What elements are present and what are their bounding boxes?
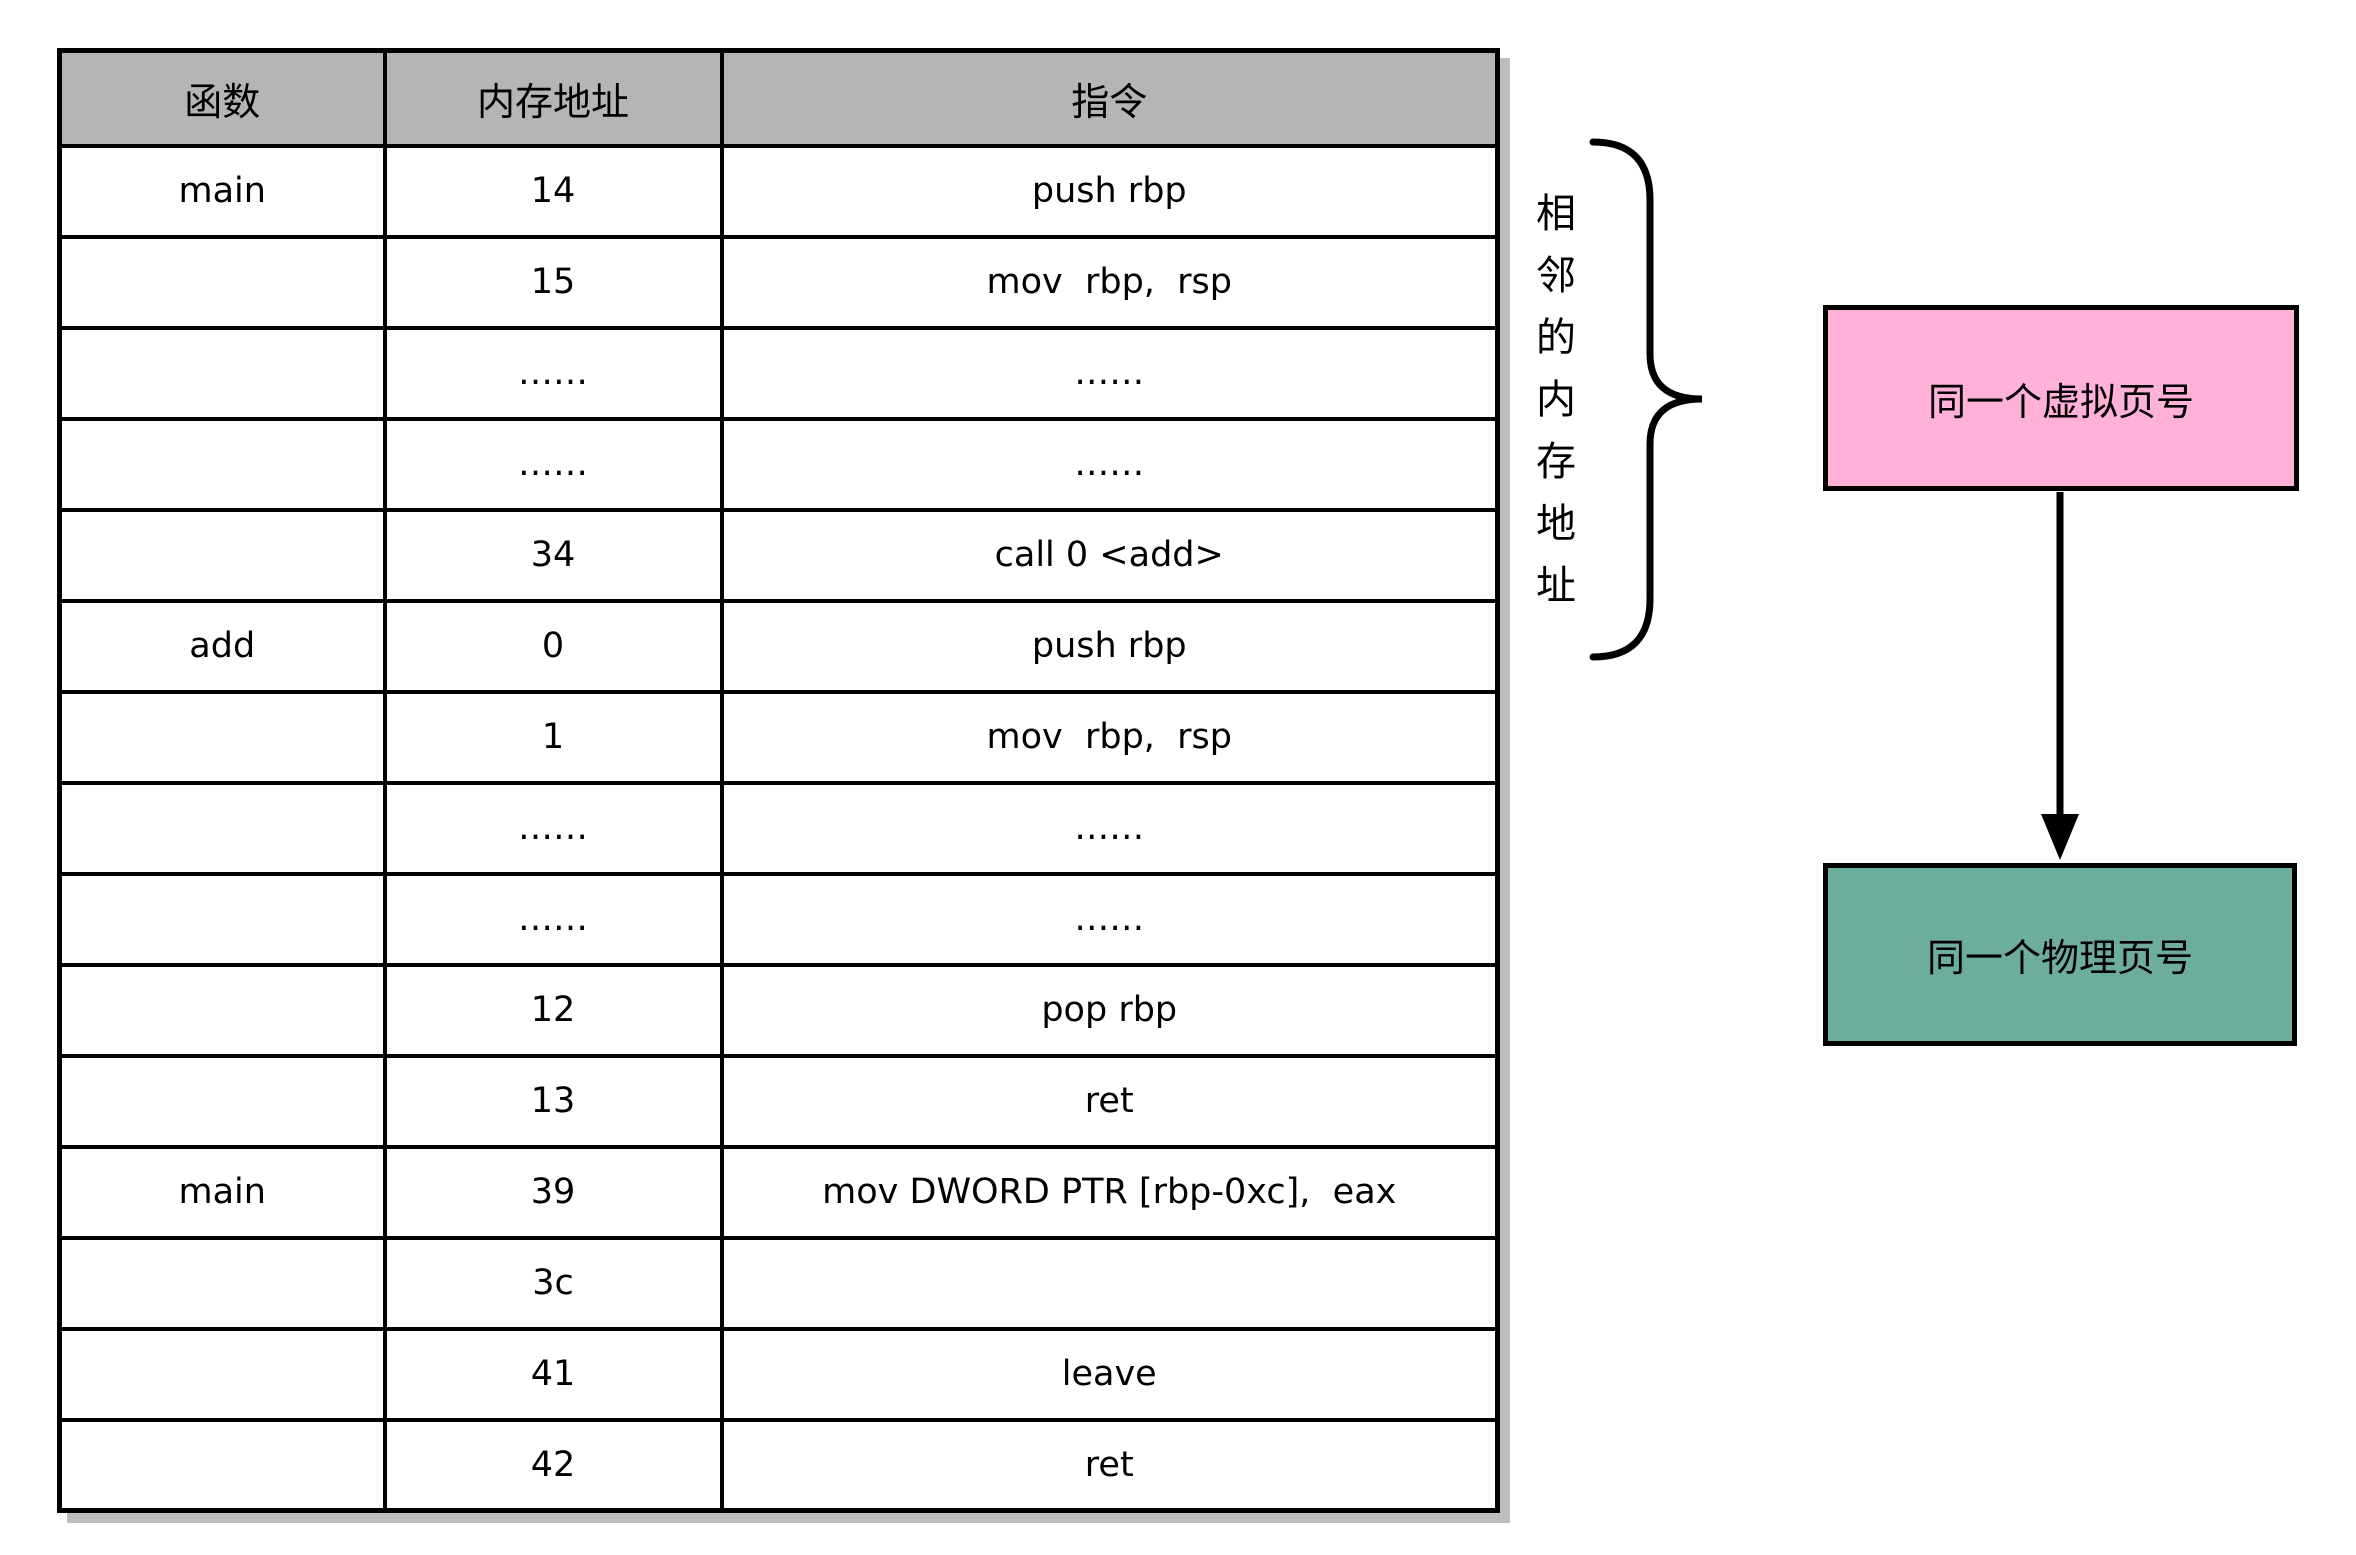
instruction-cell: …… (719, 325, 1500, 421)
address-cell: 41 (382, 1326, 724, 1422)
address-cell: 15 (382, 234, 724, 330)
instruction-cell: mov DWORD PTR [rbp-0xc], eax (719, 1144, 1500, 1240)
instruction-cell: …… (719, 416, 1500, 512)
table-row: add 0 push rbp (57, 598, 1500, 694)
function-cell (57, 234, 387, 330)
adjacent-memory-label: 相邻的内存地址 (1529, 192, 1575, 626)
table-row: …… …… (57, 871, 1500, 967)
table-row: main 14 push rbp (57, 143, 1500, 239)
function-cell: main (57, 143, 387, 239)
instruction-cell: leave (719, 1326, 1500, 1422)
instruction-cell: mov rbp, rsp (719, 689, 1500, 785)
address-cell: …… (382, 871, 724, 967)
address-cell: 3c (382, 1235, 724, 1331)
table-row: 12 pop rbp (57, 962, 1500, 1058)
function-cell (57, 416, 387, 512)
right-brace-icon (1589, 138, 1703, 661)
instruction-cell: …… (719, 871, 1500, 967)
address-cell: 1 (382, 689, 724, 785)
physical-page-label: 同一个物理页号 (1926, 936, 2193, 980)
function-cell (57, 1326, 387, 1422)
address-cell: 0 (382, 598, 724, 694)
address-cell: …… (382, 416, 724, 512)
function-cell: main (57, 1144, 387, 1240)
table-row: 15 mov rbp, rsp (57, 234, 1500, 330)
address-cell: …… (382, 780, 724, 876)
address-cell: 39 (382, 1144, 724, 1240)
table-row: 41 leave (57, 1326, 1500, 1422)
table-row: 42 ret (57, 1417, 1500, 1513)
table-row: 13 ret (57, 1053, 1500, 1149)
function-cell (57, 1235, 387, 1331)
address-cell: 42 (382, 1417, 724, 1513)
instruction-cell: push rbp (719, 143, 1500, 239)
address-cell: 34 (382, 507, 724, 603)
function-cell (57, 962, 387, 1058)
virtual-page-box: 同一个虚拟页号 (1823, 305, 2299, 491)
function-cell (57, 780, 387, 876)
instruction-cell: push rbp (719, 598, 1500, 694)
function-cell (57, 871, 387, 967)
instruction-cell: mov rbp, rsp (719, 234, 1500, 330)
instruction-cell: ret (719, 1053, 1500, 1149)
function-cell (57, 325, 387, 421)
down-arrow-icon (2041, 492, 2079, 860)
table-row: main 39 mov DWORD PTR [rbp-0xc], eax (57, 1144, 1500, 1240)
instruction-table-body: main 14 push rbp 15 mov rbp, rsp …… …… …… (57, 143, 1500, 1513)
table-header-row: 函数 内存地址 指令 (57, 48, 1500, 148)
table-row: …… …… (57, 416, 1500, 512)
instruction-cell (719, 1235, 1500, 1331)
address-cell: 14 (382, 143, 724, 239)
header-function: 函数 (57, 48, 387, 148)
instruction-cell: pop rbp (719, 962, 1500, 1058)
instruction-table: 函数 内存地址 指令 main 14 push rbp 15 mov rbp, … (57, 48, 1500, 1513)
address-cell: 12 (382, 962, 724, 1058)
instruction-cell: …… (719, 780, 1500, 876)
table-row: 34 call 0 <add> (57, 507, 1500, 603)
physical-page-box: 同一个物理页号 (1823, 863, 2297, 1046)
function-cell: add (57, 598, 387, 694)
instruction-cell: ret (719, 1417, 1500, 1513)
virtual-page-label: 同一个虚拟页号 (1927, 379, 2194, 424)
address-cell: 13 (382, 1053, 724, 1149)
function-cell (57, 689, 387, 785)
header-memory-address: 内存地址 (382, 48, 724, 148)
function-cell (57, 1417, 387, 1513)
function-cell (57, 1053, 387, 1149)
table-row: …… …… (57, 325, 1500, 421)
function-cell (57, 507, 387, 603)
instruction-cell: call 0 <add> (719, 507, 1500, 603)
header-instruction: 指令 (719, 48, 1500, 148)
table-row: …… …… (57, 780, 1500, 876)
table-row: 1 mov rbp, rsp (57, 689, 1500, 785)
table-row: 3c (57, 1235, 1500, 1331)
address-cell: …… (382, 325, 724, 421)
